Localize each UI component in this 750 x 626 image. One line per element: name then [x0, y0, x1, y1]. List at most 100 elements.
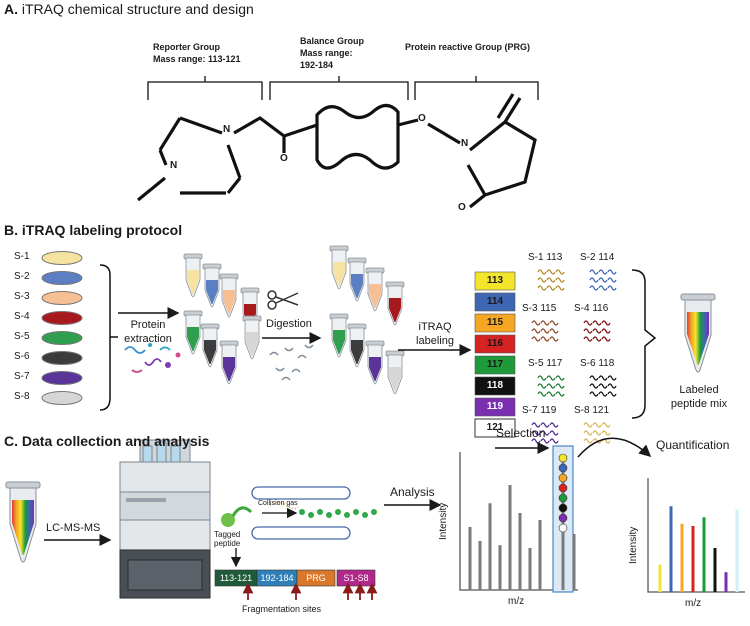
tagged-line2: peptide	[214, 539, 241, 548]
mix-line2: peptide mix	[670, 398, 728, 410]
atom-n-bottom: N	[170, 160, 178, 171]
section-a-letter: A.	[4, 1, 18, 17]
tag-box	[474, 313, 516, 333]
tag-label: 117	[486, 359, 504, 370]
balance-label: Balance Group Mass range: 192-184	[300, 35, 364, 71]
prg-bracket	[414, 76, 539, 100]
collision-gas-trace	[269, 501, 299, 510]
digestion-label: Digestion	[266, 318, 312, 330]
collision-cell	[251, 486, 351, 540]
tag-label: 116	[486, 338, 504, 349]
peptide-group-label: S-8 121	[574, 405, 610, 416]
sample-tube	[365, 340, 385, 385]
quantification-label: Quantification	[656, 438, 730, 452]
tag-boxes	[474, 271, 516, 438]
sample-tube	[202, 263, 222, 308]
section-c-letter: C.	[4, 433, 18, 449]
balance-bracket	[269, 76, 409, 100]
collision-gas-label: Collision gas	[258, 500, 298, 507]
mix-label: Labeled peptide mix	[664, 383, 734, 411]
quant-x-label: m/z	[685, 598, 702, 609]
prg-label: Protein reactive Group (PRG)	[405, 41, 530, 53]
selection-dot	[558, 463, 568, 473]
sample-label: S-6	[14, 351, 30, 362]
mix-line1: Labeled	[679, 384, 719, 396]
balance-line3: 192-184	[300, 60, 334, 70]
sample-label: S-2	[14, 271, 30, 282]
section-c-heading: Data collection and analysis	[21, 433, 210, 449]
section-b-letter: B.	[4, 222, 18, 238]
fragmentation-sites-label: Fragmentation sites	[242, 604, 322, 614]
structure-group	[136, 76, 539, 209]
labeling-label: iTRAQ labeling	[405, 320, 465, 348]
sample-dish	[41, 371, 83, 385]
peptide-squiggle-group	[583, 320, 611, 342]
selection-dot	[558, 513, 568, 523]
balance-line2: Mass range:	[300, 48, 353, 58]
sample-tube	[219, 340, 239, 385]
piperazine-ring	[158, 116, 242, 195]
sample-tube	[183, 310, 203, 355]
spectrum-x-label: m/z	[508, 596, 525, 607]
section-a-title: A. iTRAQ chemical structure and design	[4, 1, 254, 17]
atom-o-link: O	[418, 113, 426, 124]
selection-dot	[558, 493, 568, 503]
sample-tube	[347, 257, 367, 302]
labeling-line2: labeling	[416, 335, 454, 347]
tag-label: 119	[486, 401, 504, 412]
sample-tube-c	[5, 481, 41, 563]
protein-scribbles	[124, 343, 181, 373]
peptide-group-label: S-4 116	[574, 303, 609, 314]
peptide-squiggle-group	[531, 422, 559, 444]
peptide-squiggle-group	[537, 375, 565, 397]
tag-box	[474, 334, 516, 354]
sample-label: S-8	[14, 391, 30, 402]
selection-dot	[558, 523, 568, 533]
sample-dish	[41, 351, 83, 365]
section-b-heading: iTRAQ labeling protocol	[21, 222, 183, 238]
sample-tube	[329, 245, 349, 290]
sample-tube	[347, 323, 367, 368]
extraction-tubes	[183, 253, 262, 385]
tagged-line1: Tagged	[214, 530, 241, 539]
ion-dot	[335, 509, 341, 515]
sample-dish	[41, 331, 83, 345]
section-a-heading: iTRAQ chemical structure and design	[21, 1, 254, 17]
sample-label: S-7	[14, 371, 30, 382]
quantification-plot	[647, 478, 745, 593]
peptide-squiggle-group	[589, 375, 617, 397]
tag-label: 118	[486, 380, 504, 391]
fragment-label: 113-121	[219, 573, 253, 583]
fragmentation-arrows	[242, 582, 378, 600]
sample-tube	[365, 267, 385, 312]
extraction-line2: extraction	[124, 333, 172, 345]
sample-dish	[41, 291, 83, 305]
fragment-label: 192-184	[260, 573, 294, 583]
ion-dot	[299, 509, 305, 515]
tagged-peptide-icon	[221, 506, 253, 527]
sample-tube	[219, 273, 239, 318]
tag-label: 121	[486, 422, 504, 433]
fragment-label: PRG	[306, 573, 326, 583]
atom-o-carbonyl: O	[280, 153, 288, 164]
sample-dish	[41, 251, 83, 265]
peptide-fragments-icon	[269, 344, 314, 381]
labeled-peptides	[531, 269, 617, 444]
peptide-squiggle-group	[531, 320, 559, 342]
quantification-arrow	[577, 437, 652, 458]
peptide-group-label: S-3 115	[522, 303, 557, 314]
section-c-title: C. Data collection and analysis	[4, 433, 209, 449]
scissors-icon	[267, 290, 299, 310]
prg-line1: Protein reactive Group (PRG)	[405, 42, 531, 52]
succinimide-ring	[466, 93, 537, 209]
ion-dot	[362, 512, 368, 518]
sample-dish	[41, 391, 83, 405]
analysis-label: Analysis	[390, 485, 435, 499]
ion-dot	[344, 512, 350, 518]
sample-tube	[385, 350, 405, 395]
ester-bonds	[397, 118, 461, 145]
ion-dot	[308, 512, 314, 518]
selection-dot	[558, 473, 568, 483]
